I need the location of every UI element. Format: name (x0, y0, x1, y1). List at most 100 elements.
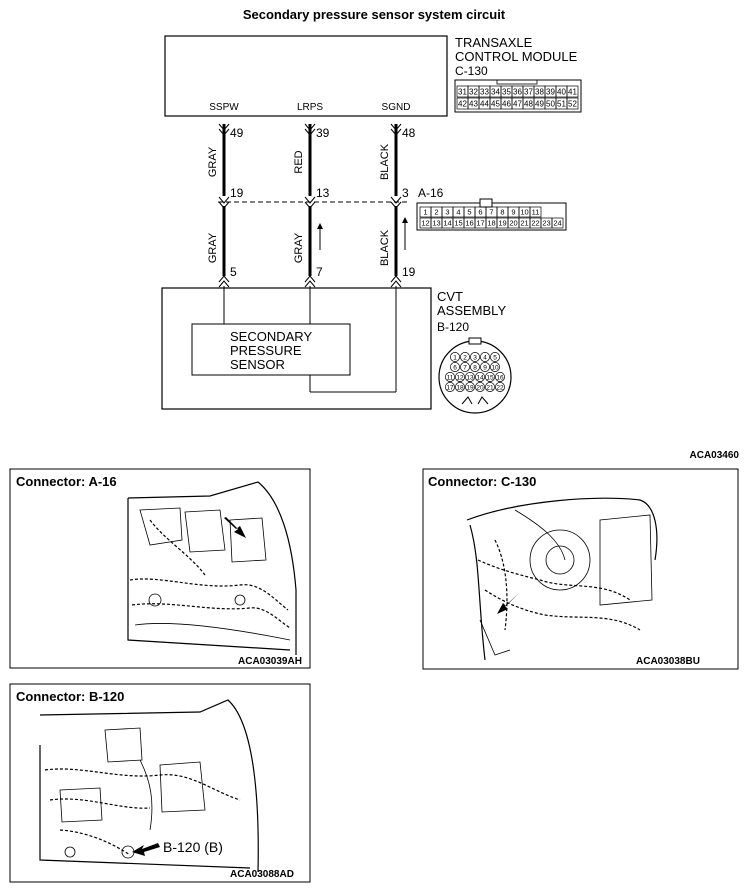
a16-pin-number: 13 (432, 219, 440, 228)
b120-pin-number: 9 (483, 365, 487, 372)
a16-pin-number: 16 (465, 219, 473, 228)
wire-3-lower-color: BLACK (379, 229, 391, 266)
c130-pin-number: 42 (458, 100, 467, 109)
b120-pin (460, 352, 470, 362)
panel-b120-callout: B-120 (B) (163, 839, 223, 855)
c130-pin-number: 39 (546, 88, 555, 97)
diagram-code: ACA03460 (690, 450, 740, 461)
b120-pin-number: 3 (473, 355, 477, 362)
b120-pin (465, 382, 475, 392)
connector-panel-c130: Connector: C-130 ACA03038BU (422, 468, 739, 670)
cvt-connector-label: B-120 (437, 320, 469, 334)
c130-pin-number: 36 (513, 88, 522, 97)
a16-pin-number: 20 (509, 219, 517, 228)
a16-pin-number: 3 (445, 208, 449, 217)
b120-pin (450, 362, 460, 372)
sensor-box (191, 323, 351, 376)
cvt-name-line2: ASSEMBLY (437, 303, 506, 318)
b120-pin (445, 372, 455, 382)
b120-pin (475, 382, 485, 392)
a16-pin-number: 14 (443, 219, 451, 228)
b120-pin (470, 362, 480, 372)
diagram-title: Secondary pressure sensor system circuit (243, 7, 506, 22)
a16-pin-number: 19 (498, 219, 506, 228)
b120-pin (490, 352, 500, 362)
c130-pin-number: 46 (502, 100, 511, 109)
a16-cell (551, 217, 564, 229)
sensor-label-line1: SECONDARY (230, 329, 312, 344)
wire-2-lower-color: GRAY (293, 232, 305, 263)
c130-pin-number: 40 (557, 88, 566, 97)
sensor-label-line3: SENSOR (230, 357, 285, 372)
a16-pin-number: 1 (423, 208, 427, 217)
c130-pin-number: 44 (480, 100, 489, 109)
b120-pin-number: 11 (447, 375, 454, 382)
sensor-label-line2: PRESSURE (230, 343, 302, 358)
b120-pin-number: 20 (476, 385, 484, 392)
b120-pin (455, 372, 465, 382)
wire-1-upper-color: GRAY (207, 146, 219, 177)
b120-pin-number: 16 (496, 375, 504, 382)
b120-pin-number: 13 (466, 375, 474, 382)
c130-pin-number: 33 (480, 88, 489, 97)
tcm-pin-48: 48 (402, 126, 416, 140)
wire-3 (390, 123, 408, 392)
wire-2-upper-color: RED (293, 150, 305, 173)
c130-cell (566, 97, 579, 110)
cvt-name-line1: CVT (437, 289, 463, 304)
b120-pin-number: 4 (483, 355, 487, 362)
b120-pin (485, 382, 495, 392)
panel-c130-code: ACA03038BU (636, 656, 700, 667)
b120-pin (495, 382, 505, 392)
b120-pin-number: 8 (473, 365, 477, 372)
a16-pin-number: 2 (434, 208, 438, 217)
c130-cell (566, 85, 579, 98)
c130-pin-number: 48 (524, 100, 533, 109)
c130-pin-number: 35 (502, 88, 511, 97)
a16-pin-number: 8 (500, 208, 504, 217)
wire-1-lower-color: GRAY (207, 232, 219, 263)
b120-pin-number: 5 (493, 355, 497, 362)
tcm-connector-label: C-130 (455, 64, 488, 78)
c130-pin-number: 31 (458, 88, 467, 97)
cvt-assembly-box (161, 287, 432, 410)
signal-label-lrps: LRPS (297, 102, 323, 113)
tcm-pin-39: 39 (316, 126, 330, 140)
c130-pin-number: 43 (469, 100, 478, 109)
b120-pin (455, 382, 465, 392)
b120-pin (485, 372, 495, 382)
b120-pin-number: 22 (496, 385, 504, 392)
a16-label: A-16 (418, 186, 444, 200)
panel-a16-title: Connector: A-16 (16, 474, 117, 489)
c130-pin-number: 47 (513, 100, 522, 109)
wire-3-upper-color: BLACK (379, 143, 391, 180)
a16-pin-number: 24 (553, 219, 561, 228)
a16-pin-number: 23 (542, 219, 550, 228)
connector-panel-a16: Connector: A-16 ACA03039AH (9, 468, 311, 669)
signal-label-sgnd: SGND (382, 102, 411, 113)
panel-c130-title: Connector: C-130 (428, 474, 536, 489)
tcm-box (164, 35, 448, 117)
a16-pin-number: 17 (476, 219, 484, 228)
a16-cell (529, 206, 542, 218)
signal-label-sspw: SSPW (209, 102, 239, 113)
tcm-name-line2: CONTROL MODULE (455, 49, 578, 64)
a16-pin-number: 21 (520, 219, 528, 228)
a16-pin-number: 7 (489, 208, 493, 217)
c130-pin-number: 45 (491, 100, 500, 109)
cvt-pin-7: 7 (316, 265, 323, 279)
c130-pin-number: 37 (524, 88, 533, 97)
b120-pin (460, 362, 470, 372)
panel-b120-title: Connector: B-120 (16, 689, 124, 704)
b120-pin-number: 7 (463, 365, 467, 372)
a16-pin-number: 5 (467, 208, 471, 217)
b120-pin (495, 372, 505, 382)
b120-pin-number: 15 (486, 375, 494, 382)
b120-pin-number: 2 (463, 355, 467, 362)
panel-a16-code: ACA03039AH (238, 656, 302, 667)
b120-pin (470, 352, 480, 362)
b120-pin-number: 17 (446, 385, 454, 392)
tcm-name-line1: TRANSAXLE (455, 35, 533, 50)
b120-pin (480, 362, 490, 372)
